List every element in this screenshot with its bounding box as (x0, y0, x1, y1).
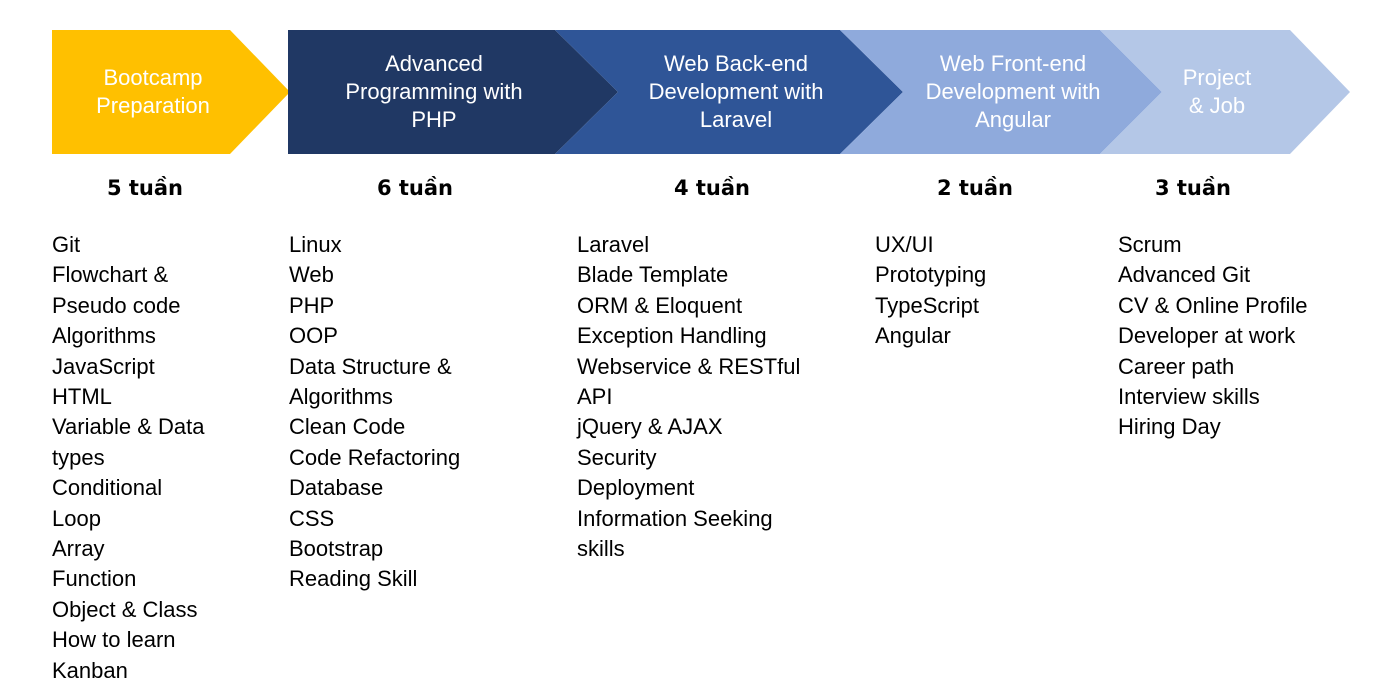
topic-item: Web (289, 262, 334, 288)
chevron-stage-3 (555, 30, 903, 154)
topic-item: HTML (52, 384, 112, 410)
topic-item: jQuery & AJAX (577, 414, 723, 440)
chevron-stage-4 (840, 30, 1162, 154)
stage-5-title: Project & Job (1182, 65, 1252, 118)
topic-item: UX/UI (875, 232, 934, 257)
topic-item: Interview skills (1118, 384, 1260, 410)
topic-item: Data Structure & Algorithms (289, 353, 452, 410)
topic-item: How to learn (52, 627, 176, 653)
chevron-stage-2 (288, 30, 618, 154)
topic-item: OOP (289, 323, 338, 349)
topic-item: Advanced Git (1118, 262, 1251, 288)
topic-item: Bootstrap (289, 536, 384, 562)
topic-item: Loop (52, 505, 101, 531)
topic-item: Blade Template (577, 262, 729, 288)
stage-2-title: Advanced Programming with PHP (345, 51, 523, 132)
topic-item: Hiring Day (1118, 414, 1221, 440)
topic-item: ORM & Eloquent (577, 292, 743, 318)
stage-5-duration: 3 tuần (1154, 176, 1232, 200)
topic-item: Git (52, 232, 81, 257)
topic-item: CV & Online Profile (1118, 292, 1308, 318)
stage-1-title: Bootcamp Preparation (96, 65, 210, 118)
stage-1-duration: 5 tuần (106, 176, 184, 200)
topic-item: Deployment (577, 475, 695, 501)
topic-item: Variable & Data types (52, 414, 205, 470)
topic-item: Function (52, 566, 137, 592)
topic-item: Object & Class (52, 596, 198, 622)
topic-item: CSS (289, 505, 335, 531)
topic-item: Clean Code (289, 414, 406, 440)
topic-item: Flowchart & Pseudo code (52, 262, 181, 318)
stage-2-duration: 6 tuần (376, 176, 454, 200)
process-chevrons: Bootcamp Preparation Advanced Programmin… (0, 0, 1394, 170)
topic-item: Laravel (577, 232, 650, 257)
topic-item: Reading Skill (289, 566, 418, 592)
stage-3-duration: 4 tuần (673, 176, 751, 200)
topic-item: Exception Handling (577, 323, 767, 349)
topic-item: Linux (289, 232, 342, 257)
topic-item: Prototyping (875, 262, 987, 288)
topic-item: Algorithms (52, 323, 156, 349)
topic-item: Array (52, 536, 105, 562)
topic-item: Scrum (1118, 232, 1182, 257)
chevron-stage-5 (1100, 30, 1350, 154)
topic-item: Developer at work (1118, 323, 1296, 349)
topic-item: Code Refactoring (289, 444, 461, 470)
topic-item: Career path (1118, 353, 1235, 379)
topic-item: Webservice & RESTful API (577, 353, 801, 410)
topic-item: Conditional (52, 475, 163, 501)
chevron-shapes (52, 30, 1350, 154)
stage-3-title: Web Back-end Development with Laravel (648, 51, 824, 132)
topic-item: Kanban (52, 657, 128, 683)
topic-item: JavaScript (52, 353, 155, 379)
topic-item: Security (577, 444, 657, 470)
topic-item: TypeScript (875, 292, 979, 318)
chevron-stage-1 (52, 30, 290, 154)
topic-item: PHP (289, 292, 335, 318)
topic-item: Information Seeking skills (577, 505, 773, 562)
topic-item: Database (289, 475, 384, 501)
topic-item: Angular (875, 323, 951, 349)
stage-4-duration: 2 tuần (936, 176, 1014, 200)
stage-4-title: Web Front-end Development with Angular (925, 51, 1101, 132)
